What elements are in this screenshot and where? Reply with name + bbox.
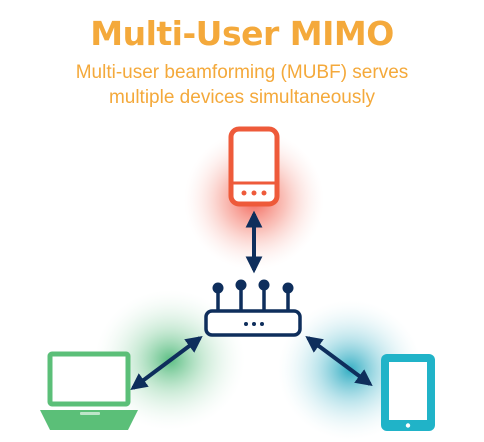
page-title: Multi-User MIMO	[90, 14, 394, 53]
arrow-router-laptop	[130, 335, 203, 391]
wireless-router-icon	[204, 279, 302, 337]
page-subtitle: Multi-user beamforming (MUBF) serves mul…	[0, 60, 484, 110]
laptop-icon	[40, 351, 138, 430]
tablet-icon	[381, 354, 435, 431]
subtitle-line-2: multiple devices simultaneously	[108, 87, 376, 108]
smartphone-icon	[228, 126, 280, 207]
arrow-router-tablet	[305, 335, 373, 387]
subtitle-line-1: Multi-user beamforming (MUBF) serves	[75, 62, 409, 83]
